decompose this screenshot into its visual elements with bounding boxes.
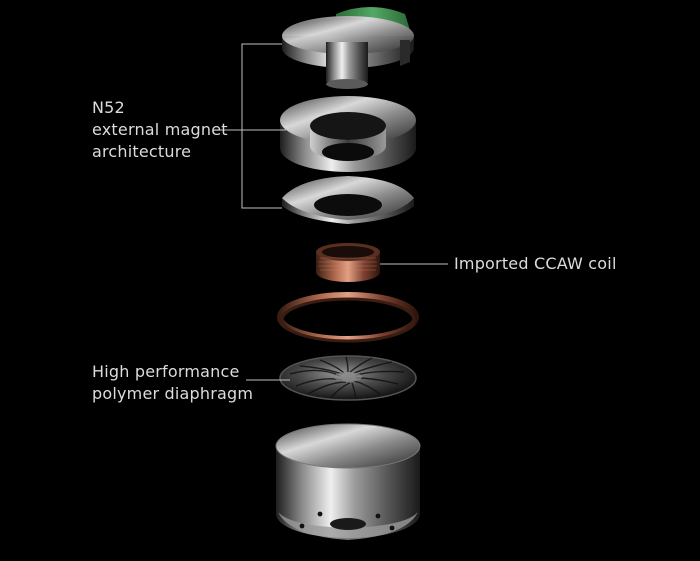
vent-hole <box>330 518 366 530</box>
polymer-diaphragm <box>279 355 417 401</box>
coil-text: Imported CCAW coil <box>454 254 617 273</box>
magnet-bracket <box>241 43 282 209</box>
copper-ring <box>277 292 419 343</box>
top-housing-with-pcb <box>282 7 414 89</box>
magnet-line-3: architecture <box>92 142 192 161</box>
magnet-line-2: external magnet <box>92 120 228 139</box>
center-post <box>326 42 368 82</box>
diaphragm-line-2: polymer diaphragm <box>92 384 254 403</box>
diaphragm-line-1: High performance <box>92 362 240 381</box>
ccaw-voice-coil <box>316 243 380 282</box>
magnet-line-1: N52 <box>92 98 125 117</box>
n52-magnet-ring <box>280 96 416 172</box>
coil-annotation: Imported CCAW coil <box>454 253 617 275</box>
washer-plate <box>282 176 414 224</box>
diaphragm-annotation: High performance polymer diaphragm <box>92 361 253 405</box>
magnet-annotation: N52 external magnet architecture <box>92 97 228 163</box>
bottom-housing <box>275 423 421 540</box>
leader-lines <box>218 43 448 381</box>
